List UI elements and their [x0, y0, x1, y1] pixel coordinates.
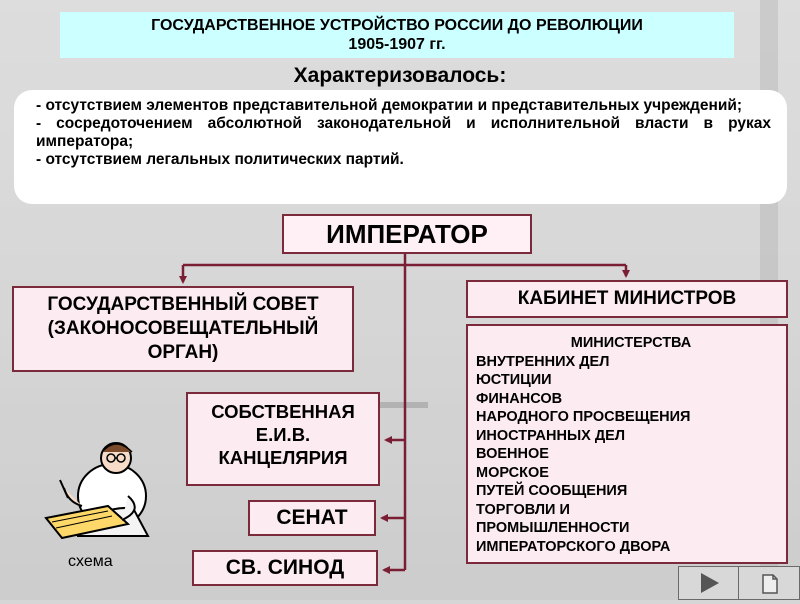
ministry-item: ВОЕННОЕ [476, 446, 549, 462]
subtitle: Характеризовалось: [293, 64, 507, 87]
ministry-item: ИМПЕРАТОРСКОГО ДВОРА [476, 538, 671, 555]
state-council-line: ОРГАН) [147, 342, 219, 363]
emperor-box: ИМПЕРАТОР [282, 214, 532, 254]
ministries-heading: МИНИСТЕРСТВА [570, 335, 692, 351]
ministry-item: ТОРГОВЛИ И [476, 501, 570, 518]
state-council-line: (ЗАКОНОСОВЕЩАТЕЛЬНЫЙ [47, 318, 319, 339]
chancery-line: КАНЦЕЛЯРИЯ [218, 447, 348, 468]
chancery-line: Е.И.В. [255, 424, 311, 445]
writing-clerk-icon [44, 442, 150, 540]
description-box: - отсутствием элементов представительной… [14, 90, 787, 204]
title-line-1: ГОСУДАРСТВЕННОЕ УСТРОЙСТВО РОССИИ ДО РЕВ… [151, 17, 643, 34]
ministry-item: НАРОДНОГО ПРОСВЕЩЕНИЯ [476, 409, 691, 425]
ministry-item: ПУТЕЙ СООБЩЕНИЯ [476, 483, 628, 499]
ministry-item: МОРСКОЕ [476, 464, 549, 481]
senate-box: СЕНАТ [248, 500, 376, 536]
document-button[interactable] [738, 566, 800, 600]
description-item: - сосредоточением абсолютной законодател… [36, 115, 771, 150]
chancery-line: СОБСТВЕННАЯ [211, 401, 355, 422]
chancery-box: СОБСТВЕННАЯ Е.И.В. КАНЦЕЛЯРИЯ [186, 392, 380, 486]
document-icon [762, 574, 778, 594]
ministry-item: ИНОСТРАННЫХ ДЕЛ [476, 427, 626, 444]
next-slide-button[interactable] [678, 566, 740, 600]
ministry-item: ПРОМЫШЛЕННОСТИ [476, 520, 630, 536]
description-item: - отсутствием элементов представительной… [36, 97, 743, 114]
ministry-item: ЮСТИЦИИ [476, 372, 552, 388]
ministry-item: ВНУТРЕННИХ ДЕЛ [476, 353, 610, 370]
cabinet-of-ministers-box: КАБИНЕТ МИНИСТРОВ [466, 280, 788, 318]
play-right-icon [701, 573, 719, 593]
state-council-line: ГОСУДАРСТВЕННЫЙ СОВЕТ [47, 294, 319, 315]
state-council-box: ГОСУДАРСТВЕННЫЙ СОВЕТ (ЗАКОНОСОВЕЩАТЕЛЬН… [12, 286, 354, 372]
ministries-box: МИНИСТЕРСТВА ВНУТРЕННИХ ДЕЛ ЮСТИЦИИ ФИНА… [466, 324, 788, 564]
title-line-2: 1905-1907 гг. [348, 36, 446, 53]
holy-synod-box: СВ. СИНОД [192, 550, 378, 586]
description-item: - отсутствием легальных политических пар… [36, 151, 404, 168]
ministry-item: ФИНАНСОВ [476, 390, 563, 407]
scheme-label: схема [68, 553, 113, 570]
title-banner: ГОСУДАРСТВЕННОЕ УСТРОЙСТВО РОССИИ ДО РЕВ… [60, 12, 734, 58]
